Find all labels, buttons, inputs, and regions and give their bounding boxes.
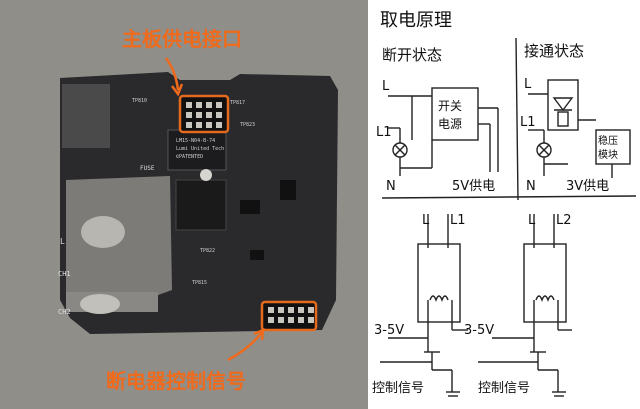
pcb-edge-region [62, 84, 110, 148]
label-control-signal-left: 控制信号 [372, 381, 424, 396]
label-n-off: N [386, 179, 396, 194]
annotation-arrow-bottom [227, 331, 263, 362]
smd-part [240, 200, 260, 214]
silk-ch1: CH1 [58, 270, 71, 278]
chip-marking-1: LM15-N04-B-74 [176, 138, 215, 144]
label-l-relay-2: L [528, 213, 536, 228]
label-l-relay-1: L [422, 213, 430, 228]
header-pin [196, 102, 202, 108]
silk-l: L [60, 237, 65, 246]
label-l1-on: L1 [520, 115, 536, 130]
silk-fuse: FUSE [140, 165, 155, 172]
annotation-arrowhead-bottom [253, 327, 265, 341]
silk-tp: TP810 [132, 98, 147, 104]
hand-sketch: 取电原理 断开状态 接通状态 开关 电源 稳压 模块 5V供电 3V供电 L L… [368, 0, 640, 409]
sketch-background [368, 0, 640, 409]
label-regulator-1: 稳压 [598, 134, 618, 147]
header-pin [298, 317, 304, 323]
label-l1-relay-1: L1 [450, 213, 466, 228]
sketch-lines [380, 37, 637, 397]
header-pin [278, 307, 284, 313]
silk-ch2: CH2 [58, 308, 71, 316]
label-l-on: L [524, 77, 532, 92]
header-pin [196, 112, 202, 118]
label-n-on: N [526, 179, 536, 194]
pcb-chip [167, 129, 227, 171]
header-pin [186, 102, 192, 108]
label-switch-psu-2: 电源 [438, 117, 462, 131]
label-l1-off: L1 [376, 125, 392, 140]
label-off-state: 断开状态 [382, 46, 442, 64]
header-pin [216, 112, 222, 118]
silk-tp: TP815 [192, 280, 207, 286]
label-5v-supply: 5V供电 [452, 179, 495, 194]
header-pin [186, 122, 192, 128]
label-3-5v-right: 3-5V [464, 323, 494, 338]
chip-marking-3: ©PATENTED [176, 154, 203, 160]
header-pin [206, 102, 212, 108]
label-l-off: L [382, 79, 390, 94]
header-pin [206, 112, 212, 118]
terminal-screw-l [81, 216, 125, 248]
header-pin [288, 317, 294, 323]
silk-tp: TP817 [230, 100, 245, 106]
label-3-5v-left: 3-5V [374, 323, 404, 338]
silk-tp: TP822 [200, 248, 215, 254]
power-header-connector [178, 94, 230, 134]
label-on-state: 接通状态 [524, 42, 584, 60]
header-pin [268, 317, 274, 323]
header-pin [268, 307, 274, 313]
header-pin [308, 317, 314, 323]
terminal-screw-ch2 [80, 294, 120, 314]
header-pin [196, 122, 202, 128]
label-l2-relay-2: L2 [556, 213, 572, 228]
header-pin [186, 112, 192, 118]
label-switch-psu-1: 开关 [438, 99, 462, 113]
smd-part [280, 180, 296, 200]
label-regulator-2: 模块 [598, 149, 618, 161]
header-pin [278, 317, 284, 323]
annotation-arrow-top [164, 57, 180, 91]
label-control-signal-right: 控制信号 [478, 381, 530, 396]
header-pin [216, 102, 222, 108]
annotation-power-port: 主板供电接口 [122, 27, 242, 51]
label-3v-supply: 3V供电 [566, 179, 609, 194]
relay-block [175, 179, 227, 231]
solder-joint [200, 169, 212, 181]
sketch-title: 取电原理 [380, 10, 452, 31]
header-pin [288, 307, 294, 313]
smd-part [250, 250, 264, 260]
annotation-relay-signal: 断电器控制信号 [106, 369, 246, 393]
header-pin [216, 122, 222, 128]
header-pin [206, 122, 212, 128]
silk-tp: TP823 [240, 122, 255, 128]
pcb-photo: LM15-N04-B-74 Lumi United Tech ©PATENTED… [0, 0, 368, 409]
relay-signal-header [260, 300, 318, 332]
chip-marking-2: Lumi United Tech [176, 146, 224, 152]
header-pin [298, 307, 304, 313]
annotation-arrowhead-top [171, 83, 184, 97]
header-pin [308, 307, 314, 313]
